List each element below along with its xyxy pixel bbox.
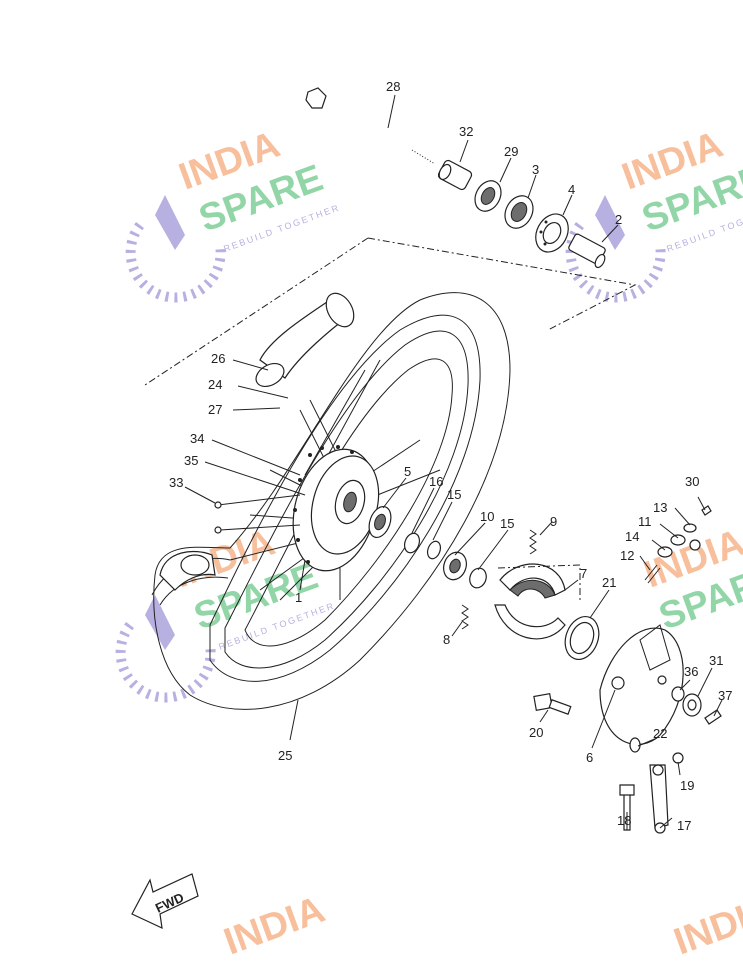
callout-35: 35 xyxy=(184,453,198,468)
bearing-4 xyxy=(535,213,569,253)
gear-10 xyxy=(443,551,467,581)
watermark-line1: INDIA xyxy=(219,889,331,961)
bearing-3 xyxy=(504,195,534,229)
washer-22 xyxy=(629,737,641,753)
axle-assembly xyxy=(144,87,637,386)
callout-26: 26 xyxy=(211,351,225,366)
spacer-32 xyxy=(437,159,473,191)
callout-15b: 15 xyxy=(500,516,514,531)
brake-plate-6 xyxy=(599,624,684,746)
callout-11: 11 xyxy=(638,514,652,529)
callout-2: 2 xyxy=(615,212,622,227)
spring-9 xyxy=(529,529,537,555)
fwd-arrow-icon: FWD xyxy=(131,873,199,930)
callout-30: 30 xyxy=(685,474,699,489)
bearing-29 xyxy=(474,180,502,212)
callout-15: 15 xyxy=(447,487,461,502)
callout-36: 36 xyxy=(684,664,698,679)
watermark-line1: INDIA xyxy=(669,889,743,961)
callout-13: 13 xyxy=(653,500,667,515)
callout-4: 4 xyxy=(568,182,575,197)
leader-lines xyxy=(184,94,723,830)
callout-12: 12 xyxy=(620,548,634,563)
callout-14: 14 xyxy=(625,529,639,544)
callout-20: 20 xyxy=(529,725,543,740)
callout-27: 27 xyxy=(208,402,222,417)
callout-8: 8 xyxy=(443,632,450,647)
callout-37: 37 xyxy=(718,688,732,703)
watermark-logo: INDIA SPARE REBUILD TOGETHER xyxy=(565,124,743,303)
lever-17 xyxy=(649,764,669,834)
wheel-assembly xyxy=(151,292,511,710)
callout-34: 34 xyxy=(190,431,204,446)
watermark-logo: INDIA xyxy=(669,889,743,961)
callout-19: 19 xyxy=(680,778,694,793)
callout-24: 24 xyxy=(208,377,222,392)
washer-36 xyxy=(671,686,685,702)
spring-8 xyxy=(461,604,469,630)
brake-shoe-7 xyxy=(494,563,566,640)
nut-19 xyxy=(672,752,684,764)
callout-3: 3 xyxy=(532,162,539,177)
callout-17: 17 xyxy=(677,818,691,833)
callout-25: 25 xyxy=(278,748,292,763)
watermark-logo: INDIA SPARE REBUILD TOGETHER xyxy=(125,124,341,303)
bolt-18 xyxy=(619,784,635,831)
brake-assembly xyxy=(403,505,722,834)
collar-2 xyxy=(568,233,606,269)
callout-31: 31 xyxy=(709,653,723,668)
seal-21 xyxy=(564,616,600,660)
pin-37 xyxy=(704,709,722,725)
nut-31 xyxy=(682,693,702,717)
callout-16: 16 xyxy=(429,474,443,489)
callout-32: 32 xyxy=(459,124,473,139)
callout-33: 33 xyxy=(169,475,183,490)
callout-9: 9 xyxy=(550,514,557,529)
clip-15 xyxy=(426,540,442,560)
callout-29: 29 xyxy=(504,144,518,159)
washer-15b xyxy=(469,567,487,589)
callout-7: 7 xyxy=(580,566,587,581)
callout-10: 10 xyxy=(480,509,494,524)
seal-16 xyxy=(403,532,421,554)
indicator-parts xyxy=(644,505,712,584)
callout-5: 5 xyxy=(404,464,411,479)
callout-22: 22 xyxy=(653,726,667,741)
callout-6: 6 xyxy=(586,750,593,765)
callout-21: 21 xyxy=(602,575,616,590)
callout-1: 1 xyxy=(295,590,302,605)
cam-20 xyxy=(533,693,572,715)
oil-seal-5 xyxy=(368,505,392,539)
watermark-logo: INDIA SPARE xyxy=(639,522,743,639)
watermark-logo: INDIA xyxy=(219,889,331,961)
callout-labels: 1 2 3 4 5 6 7 8 9 10 11 12 13 14 15 15 1… xyxy=(169,79,732,833)
callout-18: 18 xyxy=(617,813,631,828)
callout-28: 28 xyxy=(386,79,400,94)
